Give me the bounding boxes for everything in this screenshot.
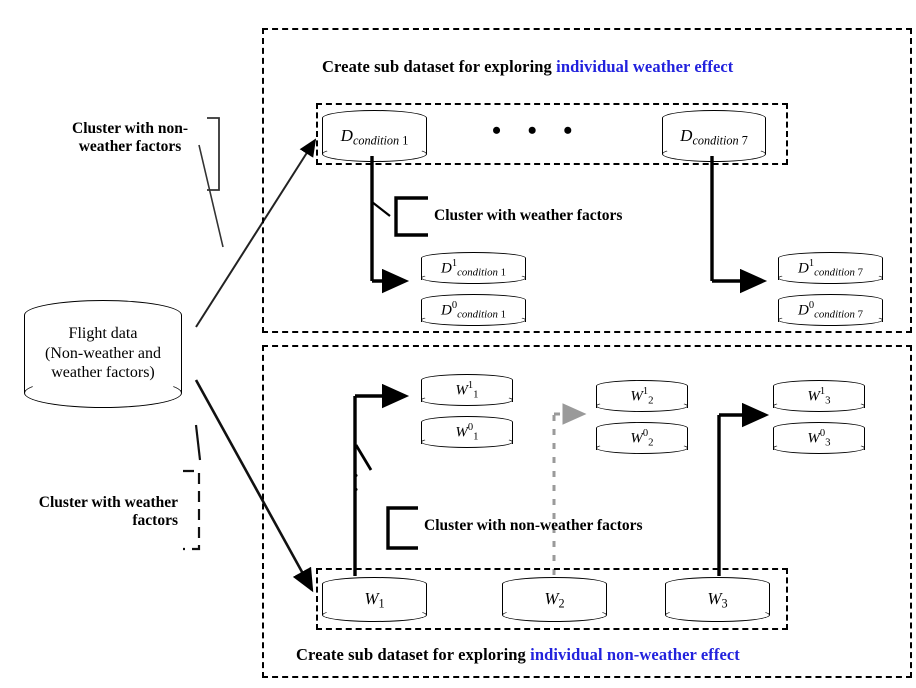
- cylinder-d0-condition-7-label: D0condition 7: [798, 300, 863, 321]
- cylinder-w1-sup0-label: W01: [455, 422, 479, 443]
- cylinder-w1-sup1-label: W11: [455, 380, 479, 401]
- cylinder-w2-sup0-label: W02: [630, 428, 654, 449]
- cylinder-d1-condition-7: D1condition 7: [778, 252, 883, 284]
- cylinder-w2-sup1: W12: [596, 380, 688, 412]
- leader-bracket-bottom-left-callout: [183, 424, 202, 551]
- cylinder-w2-sup0: W02: [596, 422, 688, 454]
- cylinder-d0-condition-7: D0condition 7: [778, 294, 883, 326]
- cylinder-d1-condition-7-label: D1condition 7: [798, 258, 863, 279]
- callout-cluster-with-non-weather-factors-bottom: Cluster with non-weather factors: [424, 517, 643, 534]
- bottom-section-panel: [262, 345, 912, 678]
- bottom-parents-box: [316, 568, 788, 630]
- callout-left-top-line-1: Cluster with non-: [72, 120, 188, 137]
- top-title-prefix: Create sub dataset for exploring: [322, 57, 557, 76]
- cylinder-w3-label: W3: [707, 589, 728, 611]
- cylinder-d1-condition-1-label: D1condition 1: [441, 258, 506, 279]
- cylinder-w2: W2: [502, 577, 607, 622]
- cylinder-w3-sup0-label: W03: [807, 428, 831, 449]
- flight-data-line-2: (Non-weather and: [45, 344, 161, 362]
- cylinder-w2-label: W2: [544, 589, 565, 611]
- cylinder-w3: W3: [665, 577, 770, 622]
- cylinder-d0-condition-1-label: D0condition 1: [441, 300, 506, 321]
- callout-left-bottom-line-2: factors: [132, 512, 178, 530]
- top-parents-ellipsis: • • •: [492, 116, 583, 145]
- cylinder-w3-sup1: W13: [773, 380, 865, 412]
- callout-left-top-line-2: weather factors: [78, 138, 182, 156]
- cylinder-d-condition-7-label: Dcondition 7: [680, 126, 748, 148]
- cylinder-w1-label: W1: [364, 589, 385, 611]
- callout-left-bottom-line-1: Cluster with weather: [38, 494, 178, 511]
- cylinder-d-condition-7: Dcondition 7: [662, 110, 766, 162]
- callout-cluster-with-weather-factors-left: Cluster with weather factors: [22, 494, 178, 531]
- bottom-section-title: Create sub dataset for exploring individ…: [296, 645, 740, 665]
- top-section-panel: [262, 28, 912, 333]
- cylinder-d-condition-1-label: Dcondition 1: [340, 126, 409, 148]
- top-title-highlight: individual weather effect: [556, 57, 734, 76]
- cylinder-flight-data-label: Flight data (Non-weather and weather fac…: [24, 324, 182, 383]
- flight-data-line-3: weather factors): [51, 364, 155, 382]
- cylinder-w3-sup0: W03: [773, 422, 865, 454]
- top-section-title: Create sub dataset for exploring individ…: [322, 57, 733, 77]
- cylinder-d1-condition-1: D1condition 1: [421, 252, 526, 284]
- callout-cluster-with-non-weather-factors-left: Cluster with non- weather factors: [56, 120, 204, 157]
- cylinder-w2-sup1-label: W12: [630, 386, 654, 407]
- bottom-title-prefix: Create sub dataset for exploring: [296, 645, 531, 664]
- cylinder-w1-sup1: W11: [421, 374, 513, 406]
- cylinder-d-condition-1: Dcondition 1: [322, 110, 427, 162]
- cylinder-d0-condition-1: D0condition 1: [421, 294, 526, 326]
- flight-data-line-1: Flight data: [68, 325, 138, 342]
- cylinder-w1: W1: [322, 577, 427, 622]
- cylinder-flight-data: Flight data (Non-weather and weather fac…: [24, 300, 182, 408]
- w-series-vertical-ellipsis: ··: [352, 466, 360, 501]
- cylinder-w3-sup1-label: W13: [807, 386, 831, 407]
- callout-cluster-with-weather-factors-top: Cluster with weather factors: [434, 207, 623, 224]
- top-parents-box: [316, 103, 788, 165]
- bottom-title-highlight: individual non-weather effect: [530, 645, 740, 664]
- cylinder-w1-sup0: W01: [421, 416, 513, 448]
